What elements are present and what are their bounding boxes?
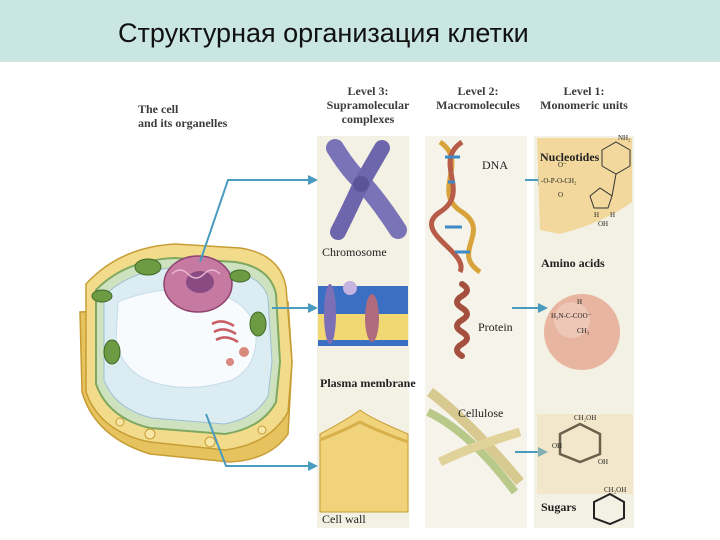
formula-ch2oh1: CH₂OH (574, 414, 596, 422)
level3-heading-line3: complexes (341, 112, 395, 126)
slide-header: Структурная организация клетки (0, 0, 720, 62)
formula-amino: H₃N-C-COO⁻ (551, 312, 592, 320)
dna-label: DNA (482, 158, 508, 172)
formula-oh1: OH (598, 220, 608, 228)
level1-heading-line1: Level 1: (563, 84, 605, 98)
amino-acid-illustration (544, 294, 620, 370)
sugar-illustration (537, 414, 633, 526)
sugars-label: Sugars (541, 500, 577, 514)
level2-column-heading: Level 2: Macromolecules (428, 84, 528, 112)
figure-illustration: NH₂ O⁻ -O-P-O-CH₂ O H H OH H H₃N-C-COO⁻ … (79, 134, 633, 526)
slide-title: Структурная организация клетки (118, 18, 529, 48)
plant-cell (79, 243, 293, 463)
cell-wall-illustration (319, 409, 409, 513)
cell-column-heading: The cell and its organelles (138, 102, 227, 130)
level3-heading-line2: Supramolecular (326, 98, 410, 112)
level2-heading-line2: Macromolecules (436, 98, 520, 112)
arrow-to-chromosome (199, 179, 310, 263)
formula-h2: H (610, 211, 615, 219)
formula-o-minus: O⁻ (558, 161, 567, 169)
cell-heading-line2: and its organelles (138, 116, 228, 130)
protein-label: Protein (478, 320, 513, 334)
level1-column-heading: Level 1: Monomeric units (534, 84, 634, 112)
formula-nh2: NH₂ (618, 134, 631, 142)
formula-h1: H (594, 211, 599, 219)
arrow-to-cell-wall (205, 413, 310, 467)
connector-arrows (199, 179, 540, 467)
formula-oh3: OH (598, 458, 608, 466)
level1-heading-line2: Monomeric units (540, 98, 628, 112)
nucleotide-illustration (537, 138, 632, 234)
nucleotides-label: Nucleotides (540, 150, 600, 164)
cellulose-illustration (426, 388, 524, 495)
cellulose-label: Cellulose (458, 406, 504, 420)
formula-o: O (558, 191, 563, 199)
level2-heading-line1: Level 2: (457, 84, 499, 98)
chromosome-label: Chromosome (322, 245, 387, 259)
formula-oh2: OH (552, 442, 562, 450)
formula-amino-h: H (577, 298, 582, 306)
dna-illustration (429, 139, 482, 275)
cell-organization-figure: The cell and its organelles Level 3: Sup… (0, 62, 720, 540)
formula-ch3: CH₃ (577, 327, 590, 335)
formula-ch2oh2: CH₂OH (604, 486, 626, 494)
cell-wall-label: Cell wall (322, 512, 366, 526)
cell-heading-line1: The cell (138, 102, 179, 116)
level3-column-heading: Level 3: Supramolecular complexes (318, 84, 418, 126)
level3-heading-line1: Level 3: (347, 84, 389, 98)
plasma-membrane-label: Plasma membrane (320, 376, 416, 390)
formula-phosphate: -O-P-O-CH₂ (541, 177, 577, 185)
formula-labels: NH₂ O⁻ -O-P-O-CH₂ O H H OH H H₃N-C-COO⁻ … (541, 134, 631, 494)
protein-illustration (454, 281, 470, 359)
chromosome-illustration (326, 139, 407, 240)
plasma-membrane-illustration (318, 281, 408, 346)
amino-acids-label: Amino acids (541, 256, 605, 270)
